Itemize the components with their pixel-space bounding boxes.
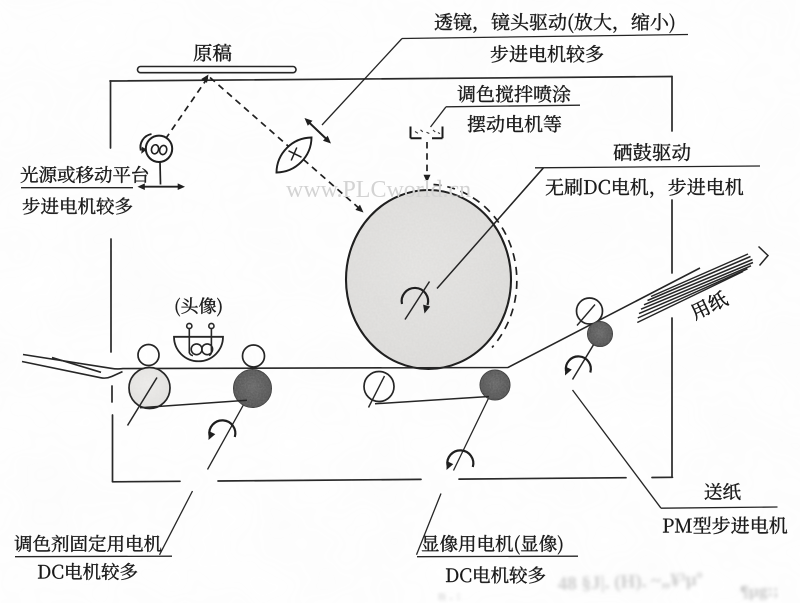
svg-text:n . :: n . : xyxy=(438,589,461,603)
svg-text:48 §J|. (H). ~„¥³µº: 48 §J|. (H). ~„¥³µº xyxy=(557,569,703,595)
svg-text:www.PLCworld.cn: www.PLCworld.cn xyxy=(286,177,471,203)
svg-text:¶µg:;: ¶µg:; xyxy=(739,581,778,601)
